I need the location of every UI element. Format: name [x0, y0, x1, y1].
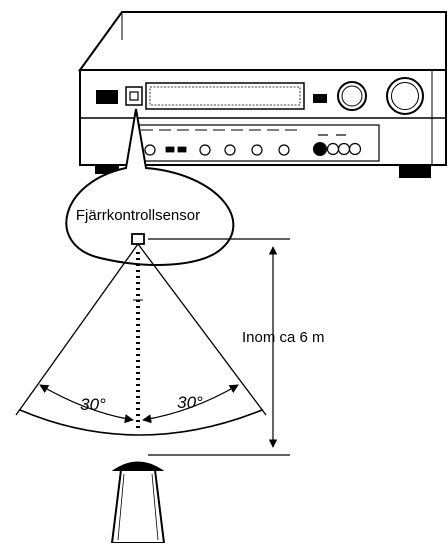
jack-black — [313, 142, 327, 156]
remote-control — [110, 461, 166, 544]
sensor-label: Fjärrkontrollsensor — [76, 207, 200, 224]
callout-bubble — [65, 108, 235, 266]
distance-dimension — [148, 238, 290, 456]
jack-2 — [199, 144, 211, 156]
sensor-callout — [65, 108, 235, 266]
angle-arc-right — [142, 384, 239, 424]
power-button — [96, 90, 118, 104]
reception-fan — [15, 243, 267, 436]
jack-3 — [224, 144, 236, 156]
fan-edge-right — [137, 243, 267, 416]
sensor-mark — [131, 233, 145, 245]
fan-edge-left — [15, 243, 139, 416]
angle-label-right: 30° — [177, 393, 203, 412]
fan-outer-arc — [19, 409, 263, 436]
angle-arc-left — [39, 384, 134, 424]
receiver-top — [78, 11, 447, 71]
jack-4 — [251, 144, 263, 156]
angle-label-left: 30° — [80, 395, 106, 414]
jack-5 — [278, 144, 290, 156]
small-button — [313, 94, 327, 103]
remote-body — [110, 469, 166, 544]
receiver-foot-right — [399, 164, 431, 178]
jack-1 — [144, 144, 156, 156]
distance-label: Inom ca 6 m — [242, 329, 325, 346]
